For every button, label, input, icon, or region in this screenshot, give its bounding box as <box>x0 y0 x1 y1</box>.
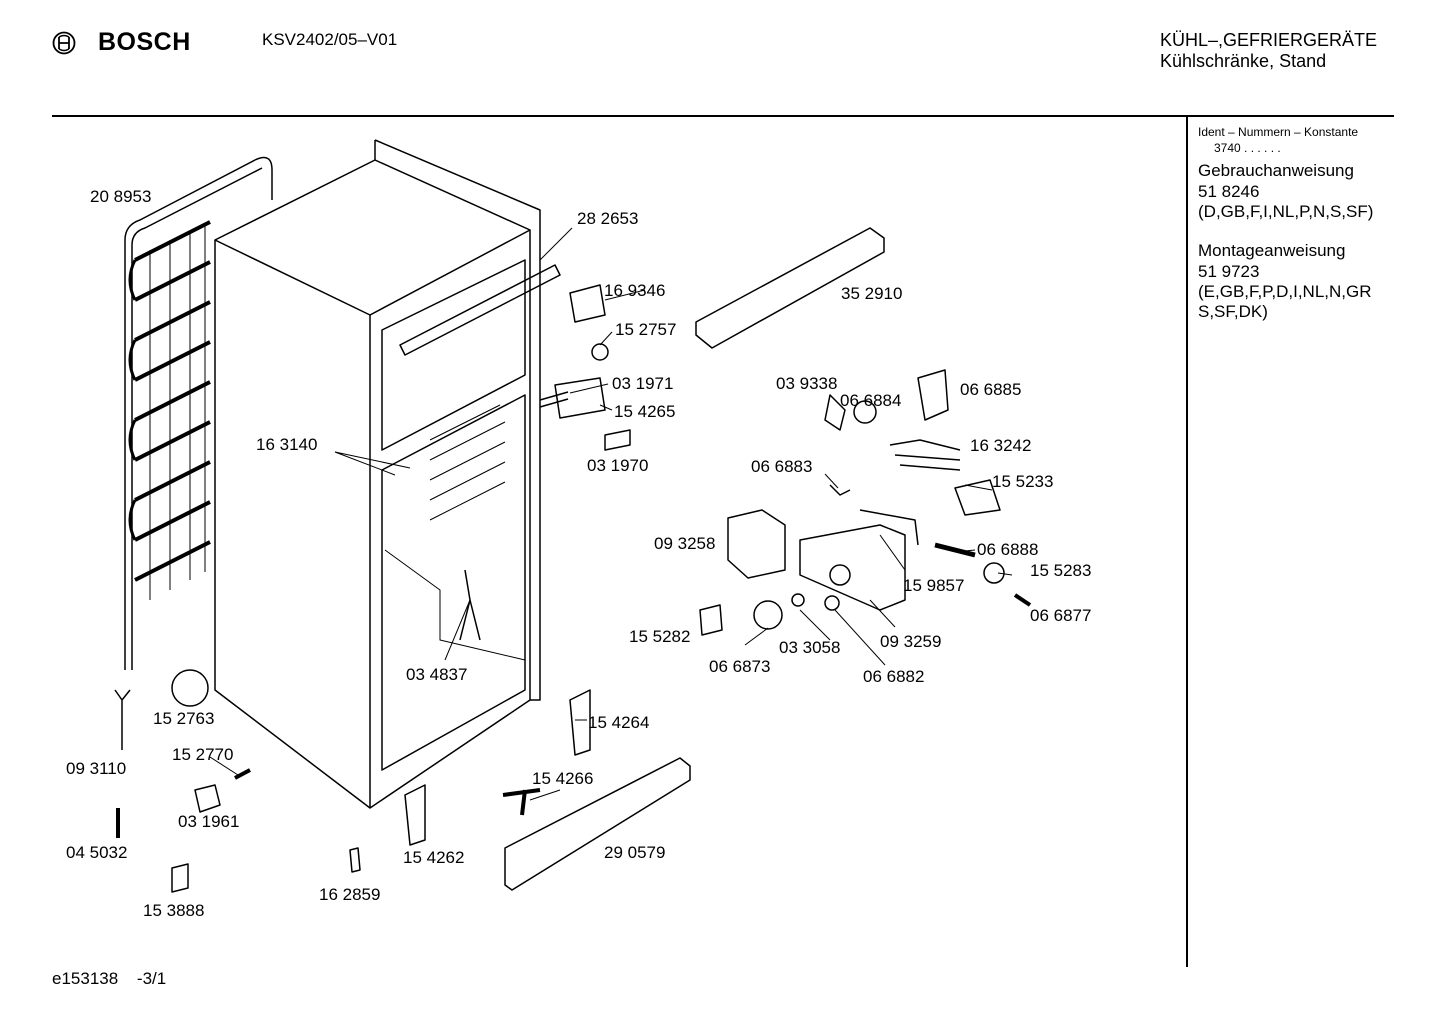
pin-rod-part <box>934 542 976 558</box>
hinge-bottom-part <box>569 689 591 756</box>
part-label: 16 9346 <box>604 281 666 300</box>
spring-part <box>829 484 851 496</box>
part-label: 15 3888 <box>143 901 205 920</box>
model-number: KSV2402/05–V01 <box>262 30 398 49</box>
cover-plate-part <box>604 429 631 451</box>
manual2-languages-line2: S,SF,DK) <box>1198 302 1268 321</box>
part-label: 16 3140 <box>256 435 318 454</box>
part-label: 16 3242 <box>970 436 1032 455</box>
part-label: 35 2910 <box>841 284 903 303</box>
clip-part <box>1013 593 1032 607</box>
part-label: 03 4837 <box>406 665 468 684</box>
part-label: 15 4262 <box>403 848 465 867</box>
pin-part <box>234 768 251 780</box>
part-label: 06 6884 <box>840 391 902 410</box>
sleeve-part <box>194 784 221 813</box>
part-label: 16 2859 <box>319 885 381 904</box>
bushing-part <box>591 343 609 361</box>
part-label: 04 5032 <box>66 843 128 862</box>
bulb-ring-part <box>853 400 877 424</box>
kick-plate <box>504 757 691 891</box>
cap-part <box>171 863 189 893</box>
ident-title: Ident – Nummern – Konstante <box>1198 125 1359 139</box>
part-label: 15 9857 <box>903 576 965 595</box>
sensor-part <box>114 689 131 750</box>
part-label: 15 5233 <box>992 472 1054 491</box>
document-id: e153138 <box>52 969 119 988</box>
sidebar-divider <box>1186 117 1188 967</box>
category-title: KÜHL–,GEFRIERGERÄTE <box>1160 30 1378 50</box>
page-number: -3/1 <box>136 969 167 988</box>
knob-part <box>753 600 783 630</box>
leader-lines <box>209 227 1013 801</box>
washer-part <box>791 593 805 607</box>
manual2-title: Montageanweisung <box>1198 241 1346 260</box>
part-label: 15 4264 <box>588 713 650 732</box>
part-label: 03 1971 <box>612 374 674 393</box>
bosch-logo: BOSCH <box>52 28 191 57</box>
manual1-number: 51 8246 <box>1198 182 1260 201</box>
part-label: 03 1970 <box>587 456 649 475</box>
part-label: 03 3058 <box>779 638 841 657</box>
condenser-coil <box>124 156 273 670</box>
thermostat-knob-hole <box>829 564 851 586</box>
bracket-part <box>404 784 426 846</box>
foot-screw-part <box>349 847 361 873</box>
part-label: 06 6882 <box>863 667 925 686</box>
part-label: 28 2653 <box>577 209 639 228</box>
part-label: 15 4265 <box>614 402 676 421</box>
part-label: 06 6885 <box>960 380 1022 399</box>
category-subtitle: Kühlschränke, Stand <box>1160 51 1327 71</box>
bosch-armature-icon <box>52 31 76 54</box>
part-label: 09 3110 <box>66 759 127 778</box>
hinge-top-part <box>569 284 606 323</box>
part-label: 06 6873 <box>709 657 771 676</box>
part-label: 15 5283 <box>1030 561 1092 580</box>
shim-part <box>539 391 569 408</box>
manual2-number: 51 9723 <box>1198 262 1260 281</box>
part-label: 29 0579 <box>604 843 666 862</box>
relay-box <box>727 509 786 579</box>
part-label: 03 9338 <box>776 374 838 393</box>
part-label: 20 8953 <box>90 187 152 206</box>
footer: e153138 -3/1 <box>52 969 166 989</box>
cabinet-body <box>214 139 561 809</box>
part-label: 09 3259 <box>880 632 942 651</box>
feet-wheel-part <box>171 669 209 707</box>
button-part <box>824 595 840 611</box>
part-label: 15 2770 <box>172 745 234 764</box>
part-label: 15 4266 <box>532 769 594 788</box>
thermostat-part <box>954 479 1001 516</box>
part-label: 15 2757 <box>615 320 677 339</box>
manual2-languages-line1: (E,GB,F,P,D,I,NL,N,GR <box>1198 282 1372 301</box>
lamp-socket-part <box>824 394 846 431</box>
part-label: 06 6883 <box>751 457 813 476</box>
rod-part <box>859 509 919 546</box>
lever-part <box>502 788 541 816</box>
part-label: 06 6888 <box>977 540 1039 559</box>
control-housing <box>799 524 906 611</box>
capacitor-part <box>699 604 723 636</box>
part-label: 06 6877 <box>1030 606 1092 625</box>
ident-value: 3740 . . . . . . <box>1214 141 1281 155</box>
part-label: 03 1961 <box>178 812 240 831</box>
part-label: 15 2763 <box>153 709 215 728</box>
small-cap-part <box>983 562 1005 584</box>
part-label: 09 3258 <box>654 534 716 553</box>
manual1-title: Gebrauchanweisung <box>1198 161 1354 180</box>
top-strip <box>695 227 885 349</box>
part-label: 15 5282 <box>629 627 691 646</box>
header-divider <box>52 115 1394 117</box>
manual1-languages: (D,GB,F,I,NL,P,N,S,SF) <box>1198 202 1374 221</box>
brand-name: BOSCH <box>98 28 191 56</box>
switch-part <box>889 439 961 471</box>
lamp-cover-part <box>917 369 949 421</box>
hinge-middle-part <box>554 377 606 419</box>
